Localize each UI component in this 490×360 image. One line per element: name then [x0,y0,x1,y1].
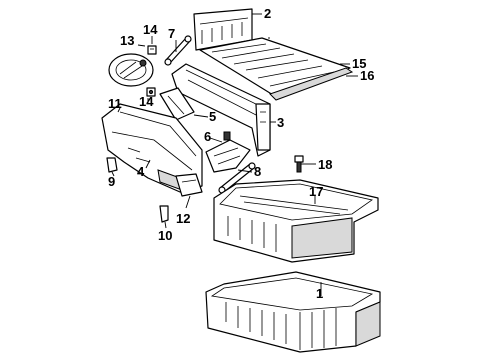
fuel-filler-assembly [108,53,154,87]
callout-9: 9 [108,174,115,189]
tie-down-bracket [175,173,203,197]
pickup-box [205,271,381,353]
callout-14-lower: 14 [139,94,154,109]
callout-17: 17 [309,184,323,199]
callout-labels: 1 2 3 4 5 6 7 8 9 10 11 12 13 14 14 15 1… [108,6,374,301]
callout-8: 8 [254,164,261,179]
callout-16: 16 [360,68,374,83]
callout-4: 4 [137,164,145,179]
hook [159,205,169,223]
bed-liner-tub [213,179,379,263]
callout-11: 11 [108,96,122,111]
bed-liner-panel [199,37,354,101]
bolt [294,155,304,173]
callout-6: 6 [204,129,211,144]
front-panel [171,63,271,157]
callout-15: 15 [352,56,366,71]
bracket [159,87,195,121]
callout-2: 2 [264,6,271,21]
callout-3: 3 [277,115,284,130]
hinge-bracket [205,131,251,173]
bumper-pad [106,157,118,173]
callout-5: 5 [209,109,216,124]
support-rod [164,35,192,66]
clip-lower [146,87,156,97]
callout-10: 10 [158,228,172,243]
callout-7: 7 [168,26,175,41]
callout-12: 12 [176,211,190,226]
callout-14-upper: 14 [143,22,158,37]
side-inner-panel [101,103,203,193]
callout-13: 13 [120,33,134,48]
clip-upper [147,45,157,55]
callout-1: 1 [316,286,323,301]
leader-lines [111,13,358,296]
callout-18: 18 [318,157,332,172]
